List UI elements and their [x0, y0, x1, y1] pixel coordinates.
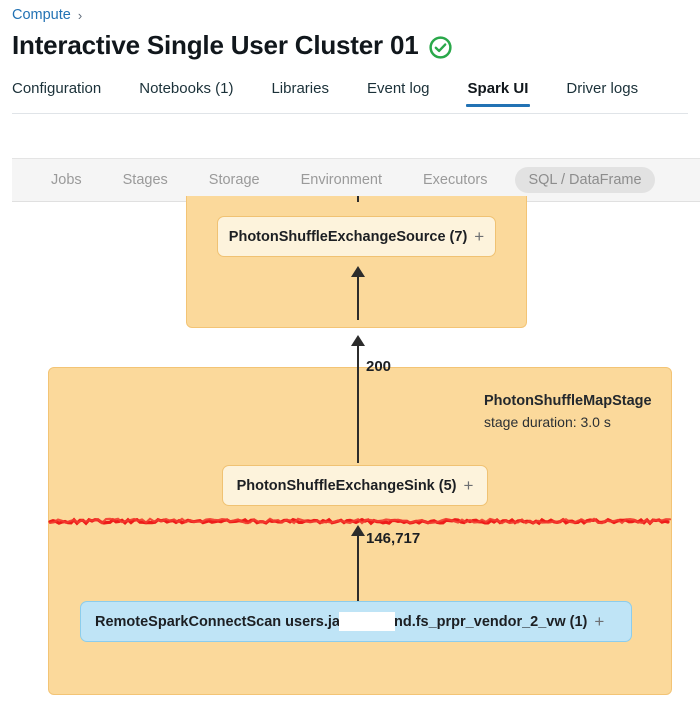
subtab-sql-dataframe[interactable]: SQL / DataFrame	[515, 167, 655, 193]
breadcrumb-item-compute[interactable]: Compute	[12, 7, 71, 23]
chevron-right-icon: ›	[77, 7, 83, 23]
node-label-prefix: RemoteSparkConnectScan users.ja	[95, 613, 340, 630]
green-check-circle-icon	[429, 36, 453, 59]
expand-icon[interactable]: +	[463, 476, 474, 495]
tab-notebooks[interactable]: Notebooks (1)	[139, 80, 234, 97]
spark-subnav: Jobs Stages Storage Environment Executor…	[12, 158, 700, 202]
node-label: PhotonShuffleExchangeSource (7)	[228, 228, 468, 245]
subtab-stages[interactable]: Stages	[122, 172, 168, 188]
subtab-storage[interactable]: Storage	[208, 172, 260, 188]
subtab-executors[interactable]: Executors	[423, 172, 488, 188]
edge-line-scan-to-sink	[357, 533, 359, 603]
tab-event-log[interactable]: Event log	[366, 80, 430, 97]
red-annotation-scribble	[48, 516, 672, 527]
tab-configuration[interactable]: Configuration	[12, 80, 102, 97]
subtab-environment[interactable]: Environment	[300, 172, 382, 188]
edge-arrowhead-source	[351, 266, 365, 277]
expand-icon[interactable]: +	[474, 227, 485, 246]
edge-line-sink-to-source	[357, 343, 359, 463]
edge-arrowhead-sink-to-source	[351, 335, 365, 346]
stage-name: PhotonShuffleMapStage	[484, 393, 652, 409]
stage-label: PhotonShuffleMapStage stage duration: 3.…	[484, 392, 652, 432]
tab-spark-ui[interactable]: Spark UI	[465, 80, 531, 107]
tabs-divider	[12, 113, 688, 114]
query-plan-graph: PhotonShuffleMapStage stage duration: 3.…	[0, 196, 700, 714]
scribble-path	[48, 517, 672, 526]
edge-label-rows-200: 200	[366, 358, 392, 375]
expand-icon[interactable]: +	[594, 612, 605, 631]
edge-line-top-stub	[357, 196, 359, 202]
cluster-tabs: Configuration Notebooks (1) Libraries Ev…	[12, 80, 638, 107]
node-label-suffix: nd.fs_prpr_vendor_2_vw (1)	[393, 613, 588, 630]
edge-arrowhead-scan-to-sink	[351, 525, 365, 536]
edge-label-rows-146717: 146,717	[366, 530, 421, 547]
node-photon-shuffle-exchange-source[interactable]: PhotonShuffleExchangeSource (7) +	[217, 216, 496, 257]
page-title-row: Interactive Single User Cluster 01	[12, 30, 453, 61]
node-photon-shuffle-exchange-sink[interactable]: PhotonShuffleExchangeSink (5) +	[222, 465, 488, 506]
page-title: Interactive Single User Cluster 01	[12, 30, 419, 60]
redaction-block	[338, 612, 395, 631]
tab-driver-logs[interactable]: Driver logs	[566, 80, 639, 97]
tab-libraries[interactable]: Libraries	[271, 80, 329, 97]
breadcrumb: Compute ›	[12, 7, 82, 23]
edge-line-source-inner	[357, 274, 359, 320]
node-remote-spark-connect-scan[interactable]: RemoteSparkConnectScan users.ja nd.fs_prp…	[80, 601, 632, 642]
subtab-jobs[interactable]: Jobs	[51, 172, 82, 188]
stage-duration: stage duration: 3.0 s	[484, 413, 611, 430]
node-label: PhotonShuffleExchangeSink (5)	[236, 477, 457, 494]
